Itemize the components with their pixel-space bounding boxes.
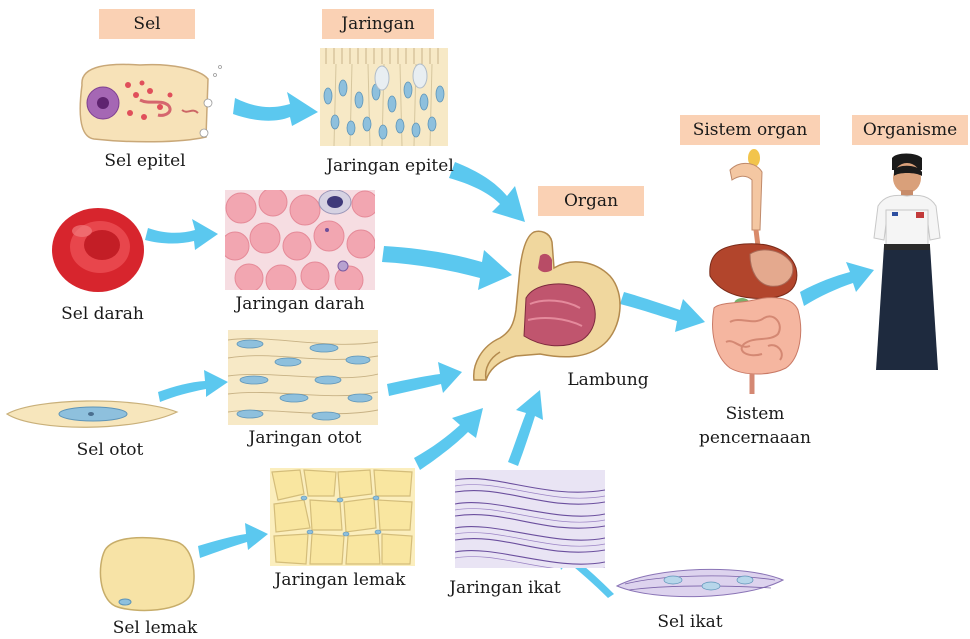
epithelial-tissue-illustration xyxy=(320,48,450,148)
fat-cell-illustration xyxy=(95,532,200,614)
header-organ: Organ xyxy=(538,186,644,216)
muscle-cell-illustration xyxy=(5,392,180,437)
arrow-fat-cell-to-tissue xyxy=(198,523,268,558)
label-jaringan-ikat: Jaringan ikat xyxy=(430,578,580,598)
arrow-organ-to-system xyxy=(620,292,705,332)
muscle-tissue-illustration xyxy=(228,330,378,425)
label-sel-otot: Sel otot xyxy=(55,440,165,460)
arrow-blood-cell-to-tissue xyxy=(145,219,218,250)
label-jaringan-darah: Jaringan darah xyxy=(220,294,380,314)
digestive-system-illustration xyxy=(700,146,812,396)
label-sel-epitel: Sel epitel xyxy=(85,151,205,171)
label-sel-darah: Sel darah xyxy=(45,304,160,324)
blood-tissue-illustration xyxy=(225,190,375,290)
label-sel-lemak: Sel lemak xyxy=(95,618,215,638)
student-organism-illustration xyxy=(868,150,948,372)
arrow-muscle-tissue-to-organ xyxy=(387,362,462,396)
arrow-fat-tissue-to-organ xyxy=(414,408,483,470)
label-sistem-pencernaan: Sistem pencernaaan xyxy=(690,402,820,450)
label-sel-ikat: Sel ikat xyxy=(640,612,740,632)
arrow-connective-tissue-to-organ xyxy=(508,390,543,466)
connective-cell-illustration xyxy=(615,558,785,606)
epithelial-cell-illustration xyxy=(70,55,230,150)
label-sistem-pencernaan-line1: Sistem xyxy=(690,402,820,426)
fat-tissue-illustration xyxy=(270,468,415,566)
label-lambung: Lambung xyxy=(548,370,668,390)
label-jaringan-lemak: Jaringan lemak xyxy=(260,570,420,590)
label-sistem-pencernaan-line2: pencernaaan xyxy=(690,426,820,450)
header-sistem-organ: Sistem organ xyxy=(680,115,820,145)
connective-tissue-illustration xyxy=(455,470,605,568)
red-blood-cell-illustration xyxy=(48,205,148,295)
stomach-illustration xyxy=(470,228,630,386)
label-jaringan-otot: Jaringan otot xyxy=(225,428,385,448)
header-organisme: Organisme xyxy=(852,115,968,145)
arrow-epitel-cell-to-tissue xyxy=(233,92,318,126)
label-jaringan-epitel: Jaringan epitel xyxy=(315,156,465,176)
header-sel: Sel xyxy=(99,9,195,39)
header-jaringan: Jaringan xyxy=(322,9,434,39)
